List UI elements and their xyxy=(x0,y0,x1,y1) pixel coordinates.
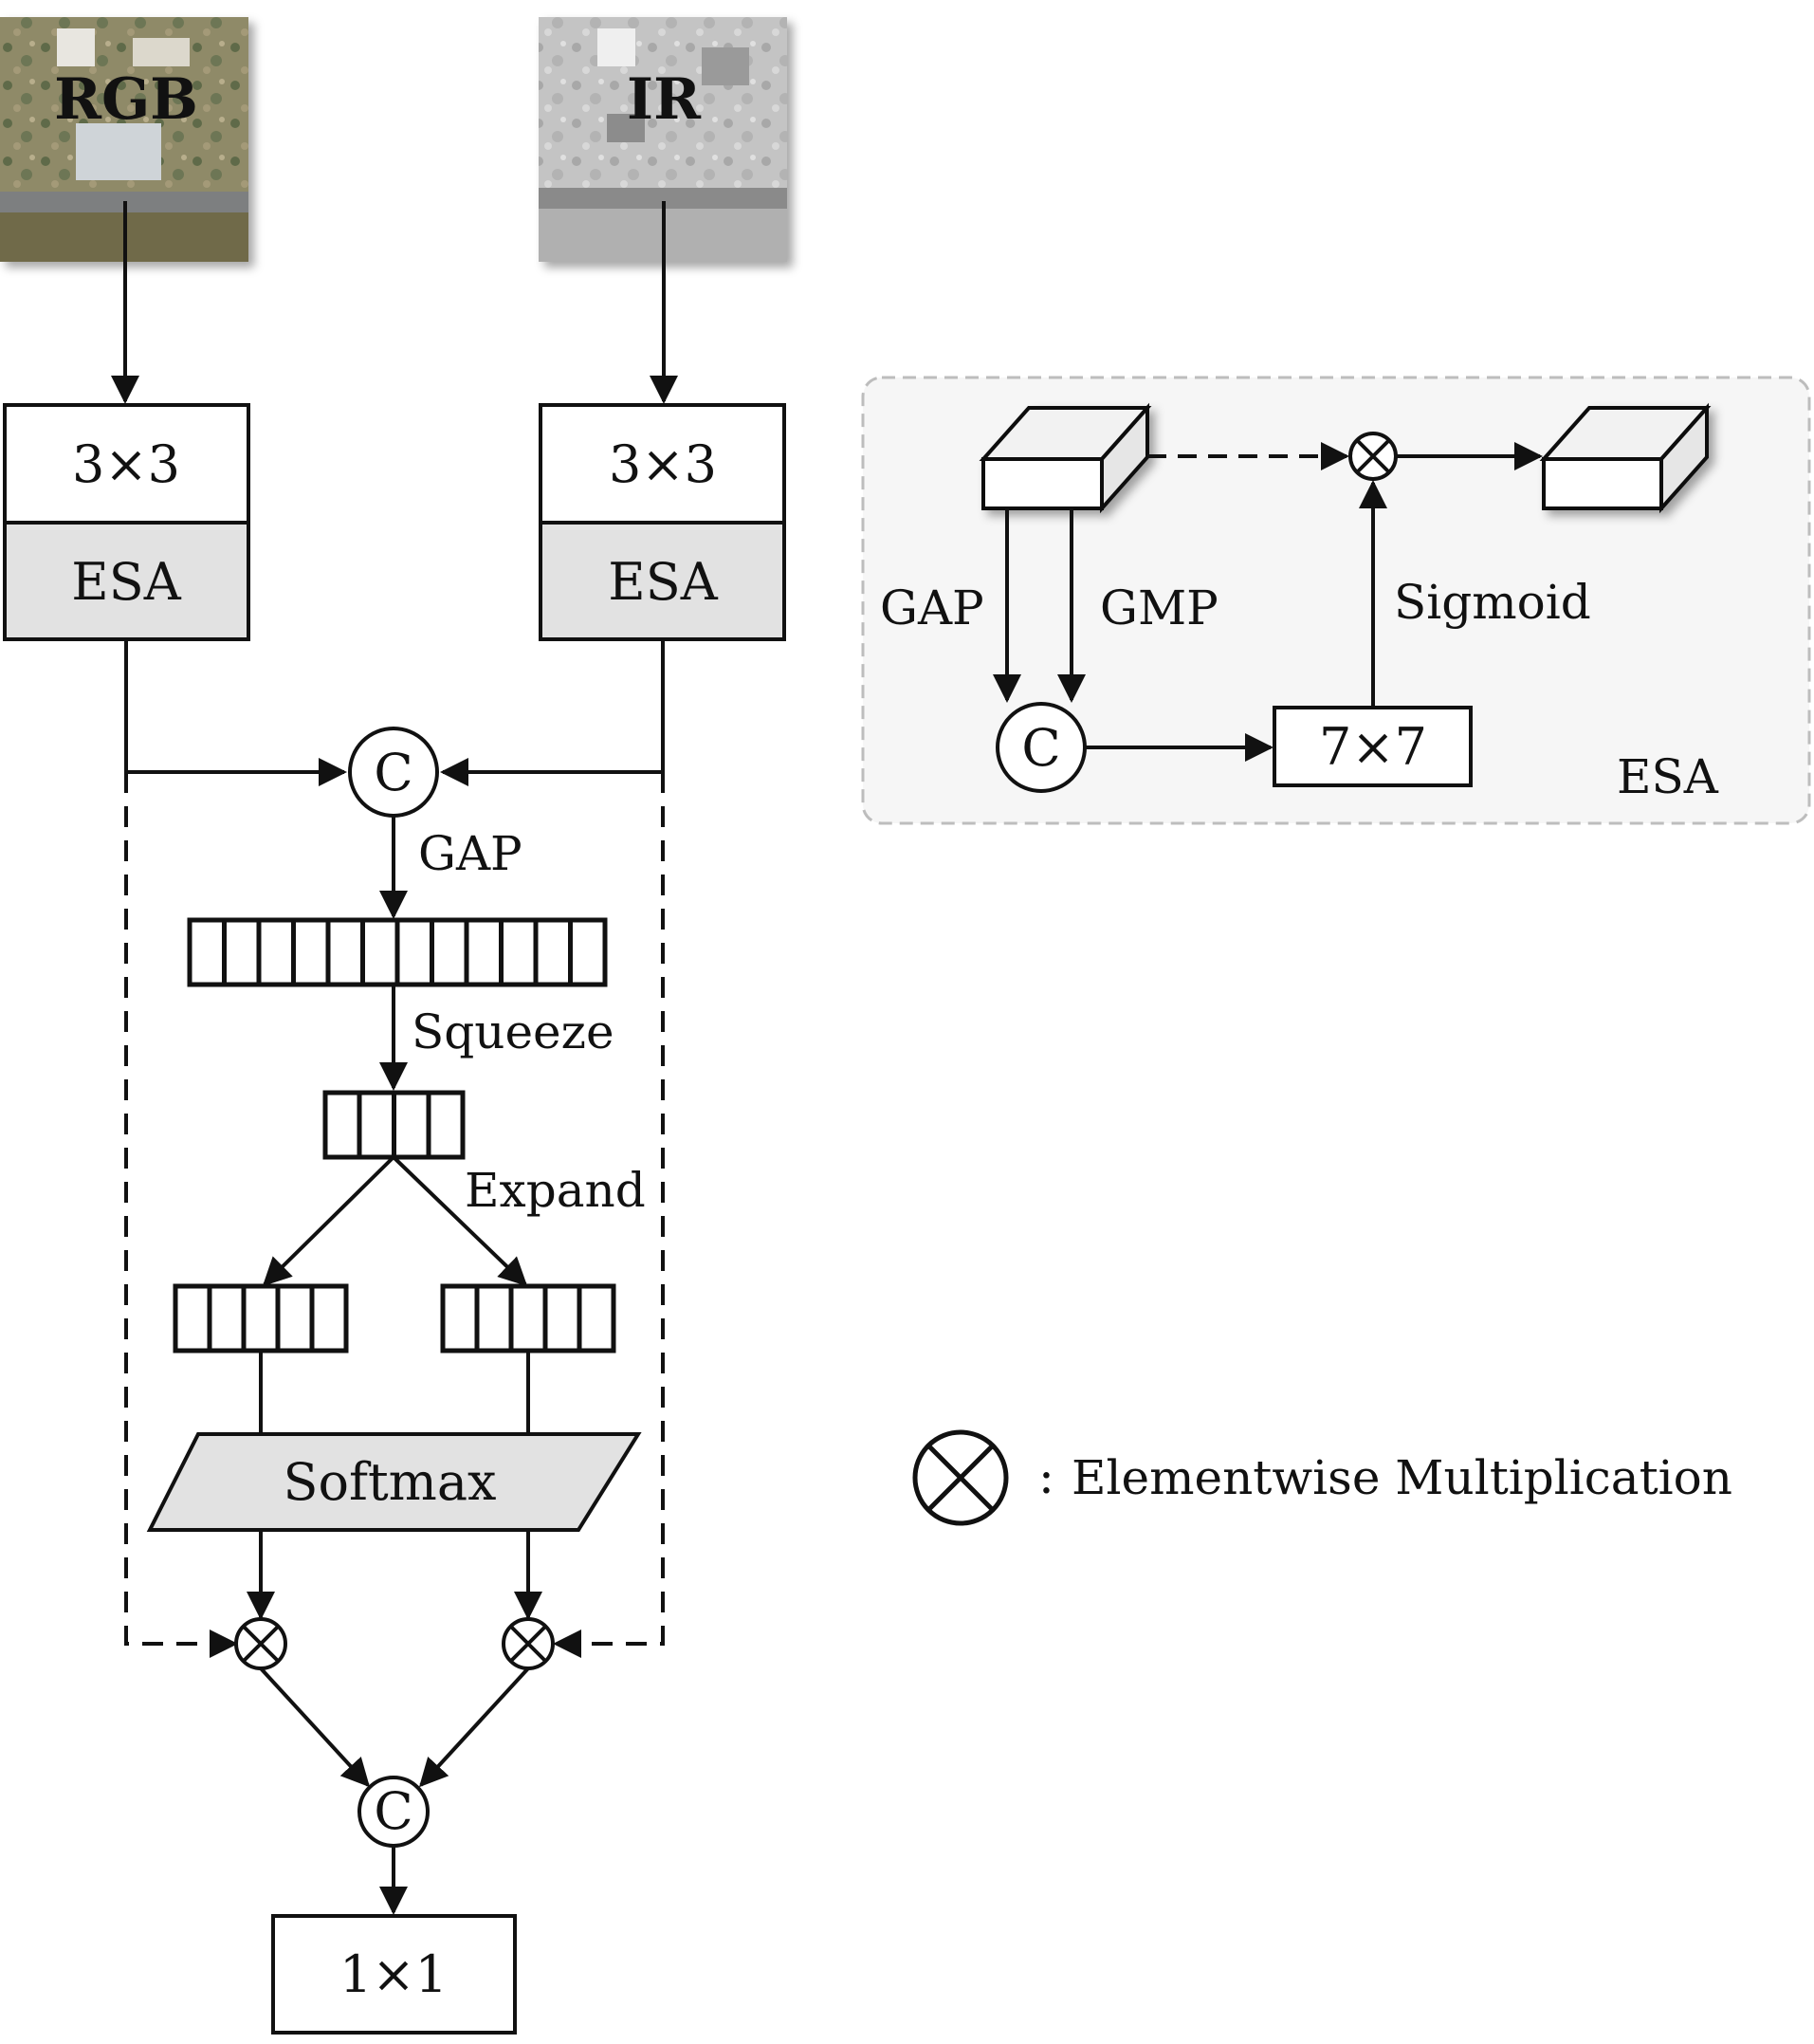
expand-label: Expand xyxy=(465,1163,646,1218)
left-dashed-skip-path xyxy=(124,772,238,1658)
legend-separator: : xyxy=(1038,1449,1054,1504)
ir-input-image xyxy=(539,17,787,262)
right-conv3x3-label: 3×3 xyxy=(609,434,717,494)
esa-panel-label: ESA xyxy=(1617,749,1719,804)
expand-vector-left xyxy=(173,1283,349,1353)
ir-label: IR xyxy=(627,66,702,133)
softmax-block xyxy=(146,1432,642,1532)
arrow-left-esa-to-concat xyxy=(124,639,347,786)
esa-output-feature-cuboid xyxy=(1539,402,1712,514)
left-conv3x3-label: 3×3 xyxy=(72,434,180,494)
concat-bottom-label: C xyxy=(374,1781,412,1841)
esa-conv7x7-label: 7×7 xyxy=(1319,717,1427,777)
right-esa-box xyxy=(539,521,786,641)
expand-vector-right xyxy=(440,1283,616,1353)
arrow-right-multiply-to-concat xyxy=(418,1667,530,1788)
left-esa-label: ESA xyxy=(71,552,181,612)
esa-multiply-node xyxy=(1348,432,1398,481)
right-esa-label: ESA xyxy=(608,552,718,612)
arrow-right-esa-to-concat xyxy=(440,639,665,786)
concat-top-label: C xyxy=(374,743,412,802)
squeeze-label: Squeeze xyxy=(412,1004,614,1059)
gap-vector xyxy=(187,917,608,987)
right-multiply-node xyxy=(502,1617,555,1670)
esa-gmp-label: GMP xyxy=(1100,580,1218,635)
output-conv1x1-box xyxy=(271,1914,517,2035)
esa-concat-label: C xyxy=(1021,718,1060,778)
softmax-label: Softmax xyxy=(283,1452,496,1512)
esa-gap-label: GAP xyxy=(880,580,984,635)
arrow-expand-right xyxy=(392,1155,528,1287)
left-esa-box xyxy=(3,521,250,641)
gap-label: GAP xyxy=(418,826,522,881)
rgb-input-image xyxy=(0,17,248,262)
legend-multiply-icon xyxy=(912,1429,1009,1526)
left-conv3x3-box xyxy=(3,403,250,525)
arrow-expand-left xyxy=(262,1155,395,1287)
right-dashed-skip-path xyxy=(553,772,665,1658)
esa-conv7x7-box xyxy=(1273,706,1473,787)
right-conv3x3-box xyxy=(539,403,786,525)
arrow-left-multiply-to-concat xyxy=(259,1667,371,1788)
left-multiply-node xyxy=(234,1617,287,1670)
legend-text: Elementwise Multiplication xyxy=(1072,1450,1732,1505)
esa-input-feature-cuboid xyxy=(979,402,1152,514)
output-conv1x1-label: 1×1 xyxy=(339,1944,448,2004)
esa-sigmoid-label: Sigmoid xyxy=(1394,575,1591,630)
rgb-label: RGB xyxy=(54,66,198,133)
squeeze-vector xyxy=(322,1090,466,1160)
